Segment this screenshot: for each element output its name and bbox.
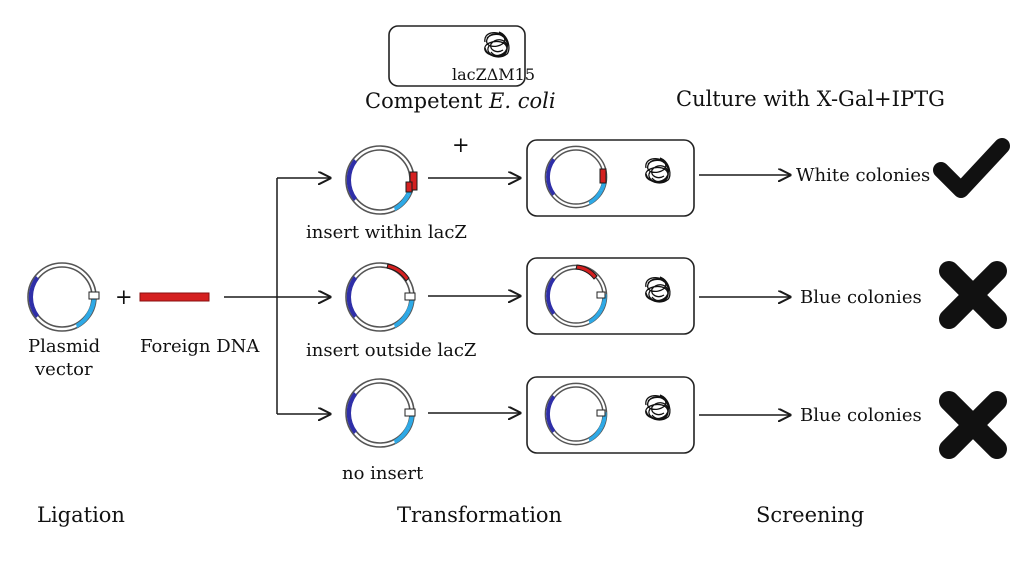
restriction-site-marker (88, 291, 100, 300)
plasmid-insert-within (345, 145, 418, 215)
insert-label-3: no insert (342, 463, 424, 484)
competent-ecoli-label: Competent E. coli (365, 89, 556, 113)
row-no-insert: no insert Blue colonies (342, 376, 1007, 484)
insert-label-2: insert outside lacZ (306, 340, 476, 361)
foreign-dna-label: Foreign DNA (140, 336, 260, 357)
plasmid-no-insert (345, 378, 416, 448)
stage-transformation: Transformation (397, 503, 562, 527)
cross-mark-icon (939, 391, 1007, 459)
culture-label: Culture with X-Gal+IPTG (676, 87, 945, 111)
cell-plasmid-2 (544, 264, 608, 328)
result-label-3: Blue colonies (800, 405, 922, 426)
plasmid-label-line1: Plasmid (28, 336, 100, 357)
result-label-2: Blue colonies (800, 287, 922, 308)
ligation-branches (224, 178, 330, 414)
cell-plasmid-3 (544, 382, 608, 446)
stage-screening: Screening (756, 503, 864, 527)
cross-mark-icon (939, 261, 1007, 329)
cell-plasmid-1 (544, 145, 608, 209)
plasmid-label-line2: vector (34, 359, 93, 380)
check-mark-icon (933, 138, 1010, 198)
insert-label-1: insert within lacZ (306, 222, 467, 243)
plus-sign-ecoli: + (452, 133, 470, 157)
plasmid-insert-outside (345, 262, 416, 332)
competent-ecoli-group: lacZΔM15 Competent E. coli (365, 25, 556, 113)
ecoli-cell-box (388, 25, 526, 87)
row-insert-outside-lacz: insert outside lacZ Blue colonies (306, 257, 1007, 361)
lacz-genotype-label: lacZΔM15 (452, 65, 535, 84)
plus-sign-ligation: + (115, 285, 133, 309)
row-insert-within-lacz: insert within lacZ White colonies (306, 138, 1010, 243)
foreign-dna-fragment (139, 292, 210, 302)
result-label-1: White colonies (796, 165, 930, 186)
plasmid-vector (27, 262, 100, 332)
transformed-cell-2 (526, 257, 695, 335)
stage-ligation: Ligation (37, 503, 125, 527)
